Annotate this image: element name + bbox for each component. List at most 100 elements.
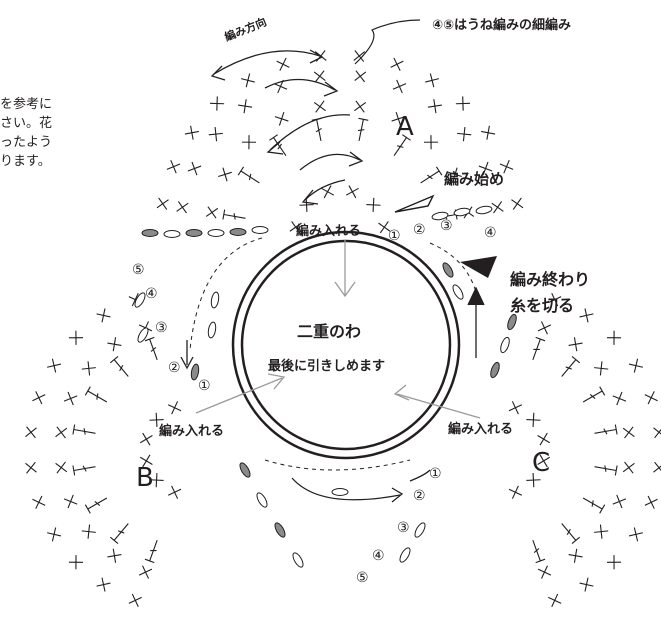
chain-stitch-symbol <box>292 552 304 568</box>
chain-stitch-symbol <box>399 547 411 563</box>
label-end-line2: 糸を切る <box>510 296 575 315</box>
single-crochet-symbol <box>96 308 111 323</box>
single-crochet-symbol <box>25 461 37 474</box>
single-crochet-symbol <box>107 337 122 352</box>
single-crochet-symbol <box>622 426 635 439</box>
single-crochet-symbol <box>149 473 164 488</box>
side-note-line-4: ります。 <box>0 154 51 169</box>
single-crochet-symbol <box>579 577 594 592</box>
single-crochet-symbol <box>455 96 471 111</box>
single-crochet-symbol <box>240 73 255 88</box>
single-crochet-symbol <box>47 358 62 373</box>
single-crochet-symbol <box>156 197 169 210</box>
single-crochet-symbol <box>548 593 562 607</box>
double-ring-outer <box>231 230 461 460</box>
single-crochet-symbol <box>205 206 219 219</box>
label-insert-left: 編み入れる <box>159 424 225 439</box>
single-crochet-symbol <box>218 167 232 182</box>
single-crochet-symbol <box>653 426 661 439</box>
double-ring-inner <box>240 239 452 451</box>
single-crochet-symbol <box>568 337 583 352</box>
dashed-guides <box>189 237 479 471</box>
chain-stitch-symbol <box>251 226 269 234</box>
round-a-2: ② <box>413 222 426 238</box>
round-c-4: ④ <box>372 548 385 564</box>
single-crochet-symbol <box>138 565 153 579</box>
single-crochet-symbol <box>548 293 562 307</box>
double-crochet-symbol <box>84 386 108 403</box>
chain-stitch-symbol <box>331 488 349 496</box>
single-crochet-symbol <box>63 391 78 406</box>
chain-stitch-symbol <box>453 207 471 217</box>
single-crochet-symbol <box>594 361 609 376</box>
side-note: を参考に さい。花 ったよう ります。 <box>0 95 52 171</box>
chain-stitch-symbol <box>475 205 493 215</box>
single-crochet-symbol <box>299 197 314 212</box>
double-crochet-symbol <box>420 166 443 184</box>
start-leader-line <box>394 194 435 213</box>
single-crochet-symbol <box>448 167 462 182</box>
single-crochet-symbol <box>139 432 153 446</box>
single-crochet-symbol <box>313 100 326 113</box>
part-label-a: A <box>396 112 414 142</box>
side-note-line-1: を参考に <box>0 97 53 112</box>
single-crochet-symbol <box>149 412 164 427</box>
single-crochet-symbol <box>289 221 302 234</box>
single-crochet-symbol <box>354 100 367 113</box>
double-crochet-symbol <box>594 424 618 435</box>
double-crochet-symbol <box>311 117 322 142</box>
single-crochet-symbol <box>176 201 189 214</box>
side-note-line-2: さい。花 <box>0 116 53 131</box>
double-crochet-symbol <box>109 355 129 377</box>
single-crochet-symbol <box>478 161 493 176</box>
single-crochet-symbol <box>55 461 68 474</box>
single-crochet-symbol <box>537 321 552 335</box>
single-crochet-symbol <box>511 197 524 210</box>
single-crochet-symbol <box>184 125 199 140</box>
double-crochet-symbol <box>222 209 246 220</box>
single-crochet-symbol <box>68 555 84 570</box>
single-crochet-symbol <box>354 70 367 83</box>
single-crochet-symbol <box>481 125 496 140</box>
round-a-4: ④ <box>484 225 497 241</box>
single-crochet-symbol <box>32 391 46 405</box>
single-crochet-symbol <box>209 96 225 111</box>
insert-arrows <box>195 240 481 419</box>
single-crochet-symbol <box>537 454 551 468</box>
single-crochet-symbol <box>63 494 78 509</box>
single-crochet-symbol <box>423 135 439 150</box>
single-crochet-symbol <box>644 391 658 405</box>
single-crochet-symbol <box>425 73 440 88</box>
single-crochet-symbol <box>526 412 541 427</box>
note-leader-line <box>354 19 421 65</box>
double-crochet-symbol <box>532 540 546 564</box>
single-crochet-symbol <box>25 426 37 439</box>
chain-stitch-symbol <box>229 228 247 236</box>
single-crochet-symbol <box>208 127 223 142</box>
single-crochet-symbol <box>96 577 111 592</box>
double-crochet-symbol <box>109 523 129 545</box>
single-crochet-symbol <box>391 111 406 126</box>
single-crochet-symbol <box>187 161 202 176</box>
double-crochet-symbol <box>72 465 96 476</box>
note-ridge-stitch: ④⑤はうね編みの細編み <box>432 18 572 33</box>
double-crochet-symbol <box>84 497 108 514</box>
double-crochet-symbol <box>594 465 618 476</box>
chain-stitch-symbol <box>210 291 220 309</box>
single-crochet-symbol <box>594 524 609 539</box>
single-crochet-symbol <box>427 99 442 114</box>
chain-stitch-symbol <box>442 262 454 278</box>
chain-stitch-symbol <box>274 522 286 538</box>
single-crochet-symbol <box>508 485 523 499</box>
single-crochet-symbol <box>276 57 290 71</box>
direction-arrows <box>180 49 485 503</box>
end-marker <box>460 256 497 278</box>
single-crochet-symbol <box>612 494 627 509</box>
round-c-2: ② <box>413 488 426 504</box>
single-crochet-symbol <box>241 135 257 150</box>
round-a-3: ③ <box>440 218 453 234</box>
double-crochet-symbol <box>532 336 546 360</box>
single-crochet-symbol <box>321 185 335 199</box>
chain-stitch-symbol <box>452 284 464 300</box>
